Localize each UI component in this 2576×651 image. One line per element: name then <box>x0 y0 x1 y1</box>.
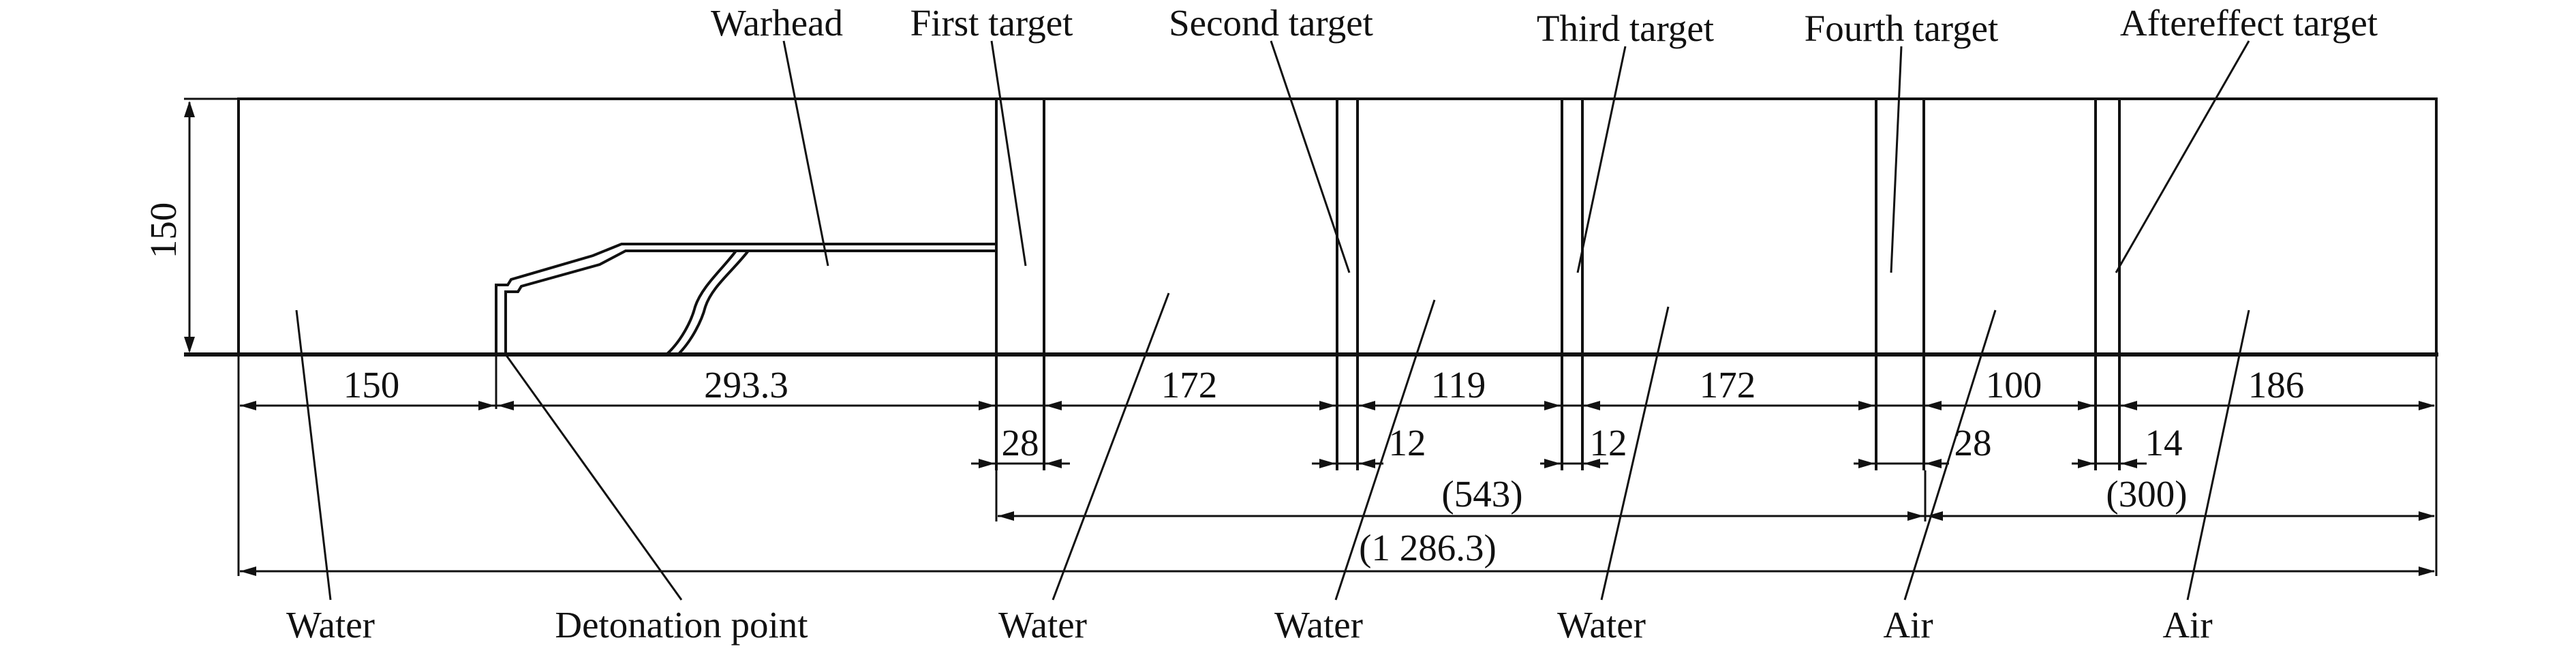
water-label-3: Water <box>1274 604 1363 646</box>
water-label-1: Water <box>286 604 375 646</box>
extension-lines <box>237 354 2438 576</box>
thickness-12b-label: 12 <box>1590 422 1627 464</box>
aftereffect-target-label: Aftereffect target <box>2120 2 2378 44</box>
total-dimension-row <box>240 566 2435 576</box>
water-label-2: Water <box>998 604 1087 646</box>
third-target-plate <box>1561 99 1584 470</box>
thickness-28a-label: 28 <box>1002 422 1039 464</box>
dim-172a-label: 172 <box>1161 364 1218 406</box>
warhead-shape <box>495 243 996 356</box>
third-target-label: Third target <box>1537 7 1714 49</box>
dim-119-label: 119 <box>1431 364 1486 406</box>
span-543-label: (543) <box>1441 473 1522 515</box>
fourth-target-label: Fourth target <box>1805 7 1999 49</box>
dim-293-label: 293.3 <box>704 364 788 406</box>
thickness-14-label: 14 <box>2145 422 2183 464</box>
dim-186-label: 186 <box>2248 364 2305 406</box>
air-label-1: Air <box>1883 604 1933 646</box>
dim-150-label: 150 <box>343 364 400 406</box>
span-total-label: (1 286.3) <box>1359 527 1497 569</box>
aftereffect-target-plate <box>2094 99 2121 470</box>
second-target-plate <box>1336 99 1359 470</box>
first-target-plate <box>995 99 1045 470</box>
thickness-28b-label: 28 <box>1954 422 1992 464</box>
thickness-dimension-row <box>971 459 2147 468</box>
water-label-4: Water <box>1557 604 1646 646</box>
dim-100-label: 100 <box>1986 364 2042 406</box>
second-target-label: Second target <box>1169 2 1373 44</box>
air-label-2: Air <box>2162 604 2212 646</box>
thickness-12a-label: 12 <box>1389 422 1426 464</box>
first-target-label: First target <box>910 2 1073 44</box>
detonation-point-label: Detonation point <box>555 604 808 646</box>
leader-lines <box>295 40 2250 601</box>
fourth-target-plate <box>1875 99 1925 470</box>
span-dimension-row <box>998 470 2435 521</box>
warhead-label: Warhead <box>711 2 843 44</box>
span-300-label: (300) <box>2106 473 2187 515</box>
height-dimension: 150 <box>142 97 239 353</box>
dim-172b-label: 172 <box>1700 364 1756 406</box>
segment-dimension-row <box>240 401 2435 410</box>
height-dimension-label: 150 <box>142 202 184 259</box>
